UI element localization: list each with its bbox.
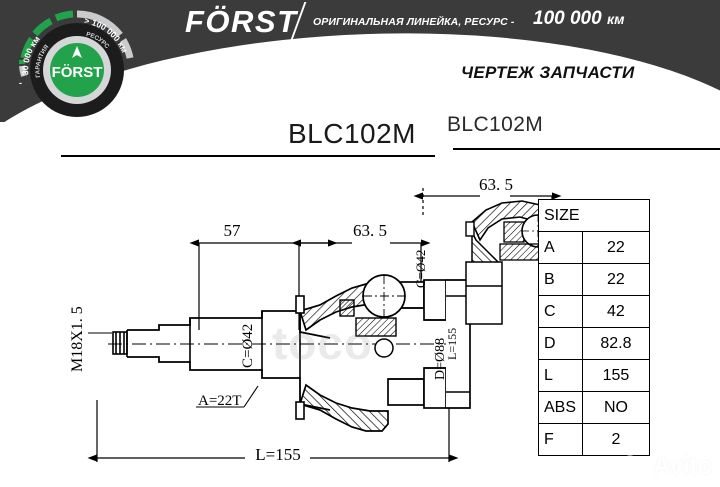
callout-bell-diameter-2: C=Ø42 <box>413 250 428 288</box>
table-key-f: F <box>538 423 583 456</box>
specification-table: SIZE A 22 B 22 C 42 D 82.8 L 155 <box>538 199 651 456</box>
dimension-635-top: 63. 5 <box>479 175 513 194</box>
center-watermark: toco <box>272 317 374 369</box>
table-value-c: 42 <box>581 295 651 328</box>
forst-logo: 30 000 км > 100 000 км ГАРАНТИЯ РЕСУРС F… <box>18 10 134 117</box>
logo-needle-icon <box>72 46 82 58</box>
callout-leaders <box>88 332 259 408</box>
logo-core <box>50 43 104 97</box>
table-row: D 82.8 <box>538 327 651 360</box>
logo-gauge-segments <box>18 10 134 77</box>
dimension-57: 57 <box>224 221 242 240</box>
table-value-abs: NO <box>581 391 651 424</box>
logo-tick-left: - <box>19 78 22 88</box>
header-mileage-value: 100 000 <box>533 8 602 29</box>
table-value-f: 2 <box>581 423 651 456</box>
header-tagline: ОРИГИНАЛЬНАЯ ЛИНЕЙКА, РЕСУРС - <box>313 16 515 28</box>
table-row: ABS NO <box>538 391 651 424</box>
stub-shaft <box>423 279 471 409</box>
callout-spline-spec: A=22T <box>198 393 241 409</box>
table-value-b: 22 <box>581 263 651 296</box>
dimension-overall-length: L=155 <box>255 445 300 464</box>
table-header-size: SIZE <box>538 199 650 232</box>
callout-thread-spec: M18X1. 5 <box>69 306 86 372</box>
table-key-a: A <box>538 231 583 264</box>
callout-bell-diameter-1: C=Ø42 <box>240 324 256 368</box>
title-rule-left <box>61 155 435 157</box>
table-key-l: L <box>538 359 583 392</box>
table-key-abs: ABS <box>538 391 583 424</box>
header-mileage: 100 000 км <box>533 8 624 30</box>
header-mileage-unit: км <box>606 11 625 27</box>
avito-logo-icon <box>624 454 647 478</box>
table-value-d: 82.8 <box>581 327 651 360</box>
logo-tick-right: | <box>130 78 133 88</box>
title-rule-right <box>453 148 720 150</box>
part-number-secondary: BLC102M <box>447 113 544 136</box>
table-row: L 155 <box>538 359 651 392</box>
table-key-c: C <box>538 295 583 328</box>
dimension-635-middle: 63. 5 <box>353 221 387 240</box>
part-number: BLC102M <box>288 118 417 149</box>
brand-name: FÖRST <box>185 4 298 39</box>
table-row: B 22 <box>538 263 651 296</box>
logo-center-text: FÖRST <box>52 64 103 81</box>
table-key-d: D <box>538 327 583 360</box>
avito-watermark: Avito <box>623 452 713 481</box>
callout-length-vertical: L=155 <box>445 328 459 360</box>
table-value-l: 155 <box>581 359 651 392</box>
table-row: C 42 <box>538 295 651 328</box>
table-key-b: B <box>538 263 583 296</box>
sheet-title: ЧЕРТЕЖ ЗАПЧАСТИ <box>461 63 635 82</box>
table-header-row: SIZE <box>538 199 650 232</box>
table-row: A 22 <box>538 231 651 264</box>
table-row: F 2 <box>538 423 651 456</box>
table-value-a: 22 <box>581 231 651 264</box>
avito-watermark-text: Avito <box>652 452 713 480</box>
callout-outer-diameter: D=Ø88 <box>433 338 448 380</box>
